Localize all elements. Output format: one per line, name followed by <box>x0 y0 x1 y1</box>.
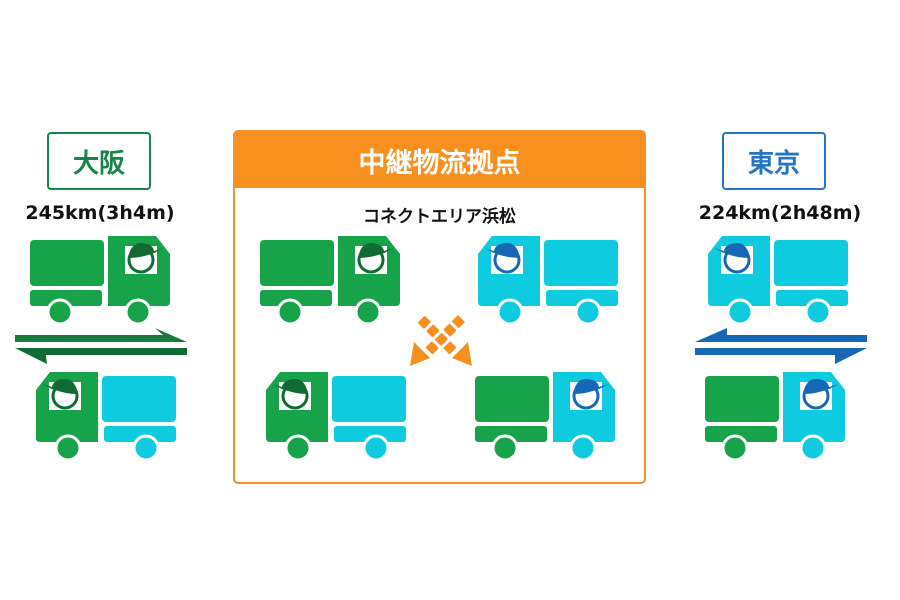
distance-osaka: 245km(3h4m) <box>25 202 175 224</box>
truck-hub-bottom-right <box>475 372 615 462</box>
truck-icon <box>30 236 170 326</box>
truck-hub-top-left <box>260 236 400 326</box>
hub-name: コネクトエリア浜松 <box>363 207 516 227</box>
bidirectional-arrows-icon <box>15 328 187 364</box>
truck-hub-top-right <box>478 236 618 326</box>
city-label-osaka: 大阪 <box>47 132 151 190</box>
truck-right-top <box>708 236 848 326</box>
driver-swap-icon <box>410 315 472 366</box>
city-label-tokyo: 東京 <box>722 132 826 190</box>
truck-left-top <box>30 236 170 326</box>
truck-right-bottom <box>705 372 845 462</box>
truck-hub-bottom-left <box>266 372 406 462</box>
bidirectional-arrows-icon <box>695 328 867 364</box>
hub-title: 中継物流拠点 <box>235 132 644 188</box>
truck-left-bottom <box>36 372 176 462</box>
distance-tokyo: 224km(2h48m) <box>698 202 862 224</box>
